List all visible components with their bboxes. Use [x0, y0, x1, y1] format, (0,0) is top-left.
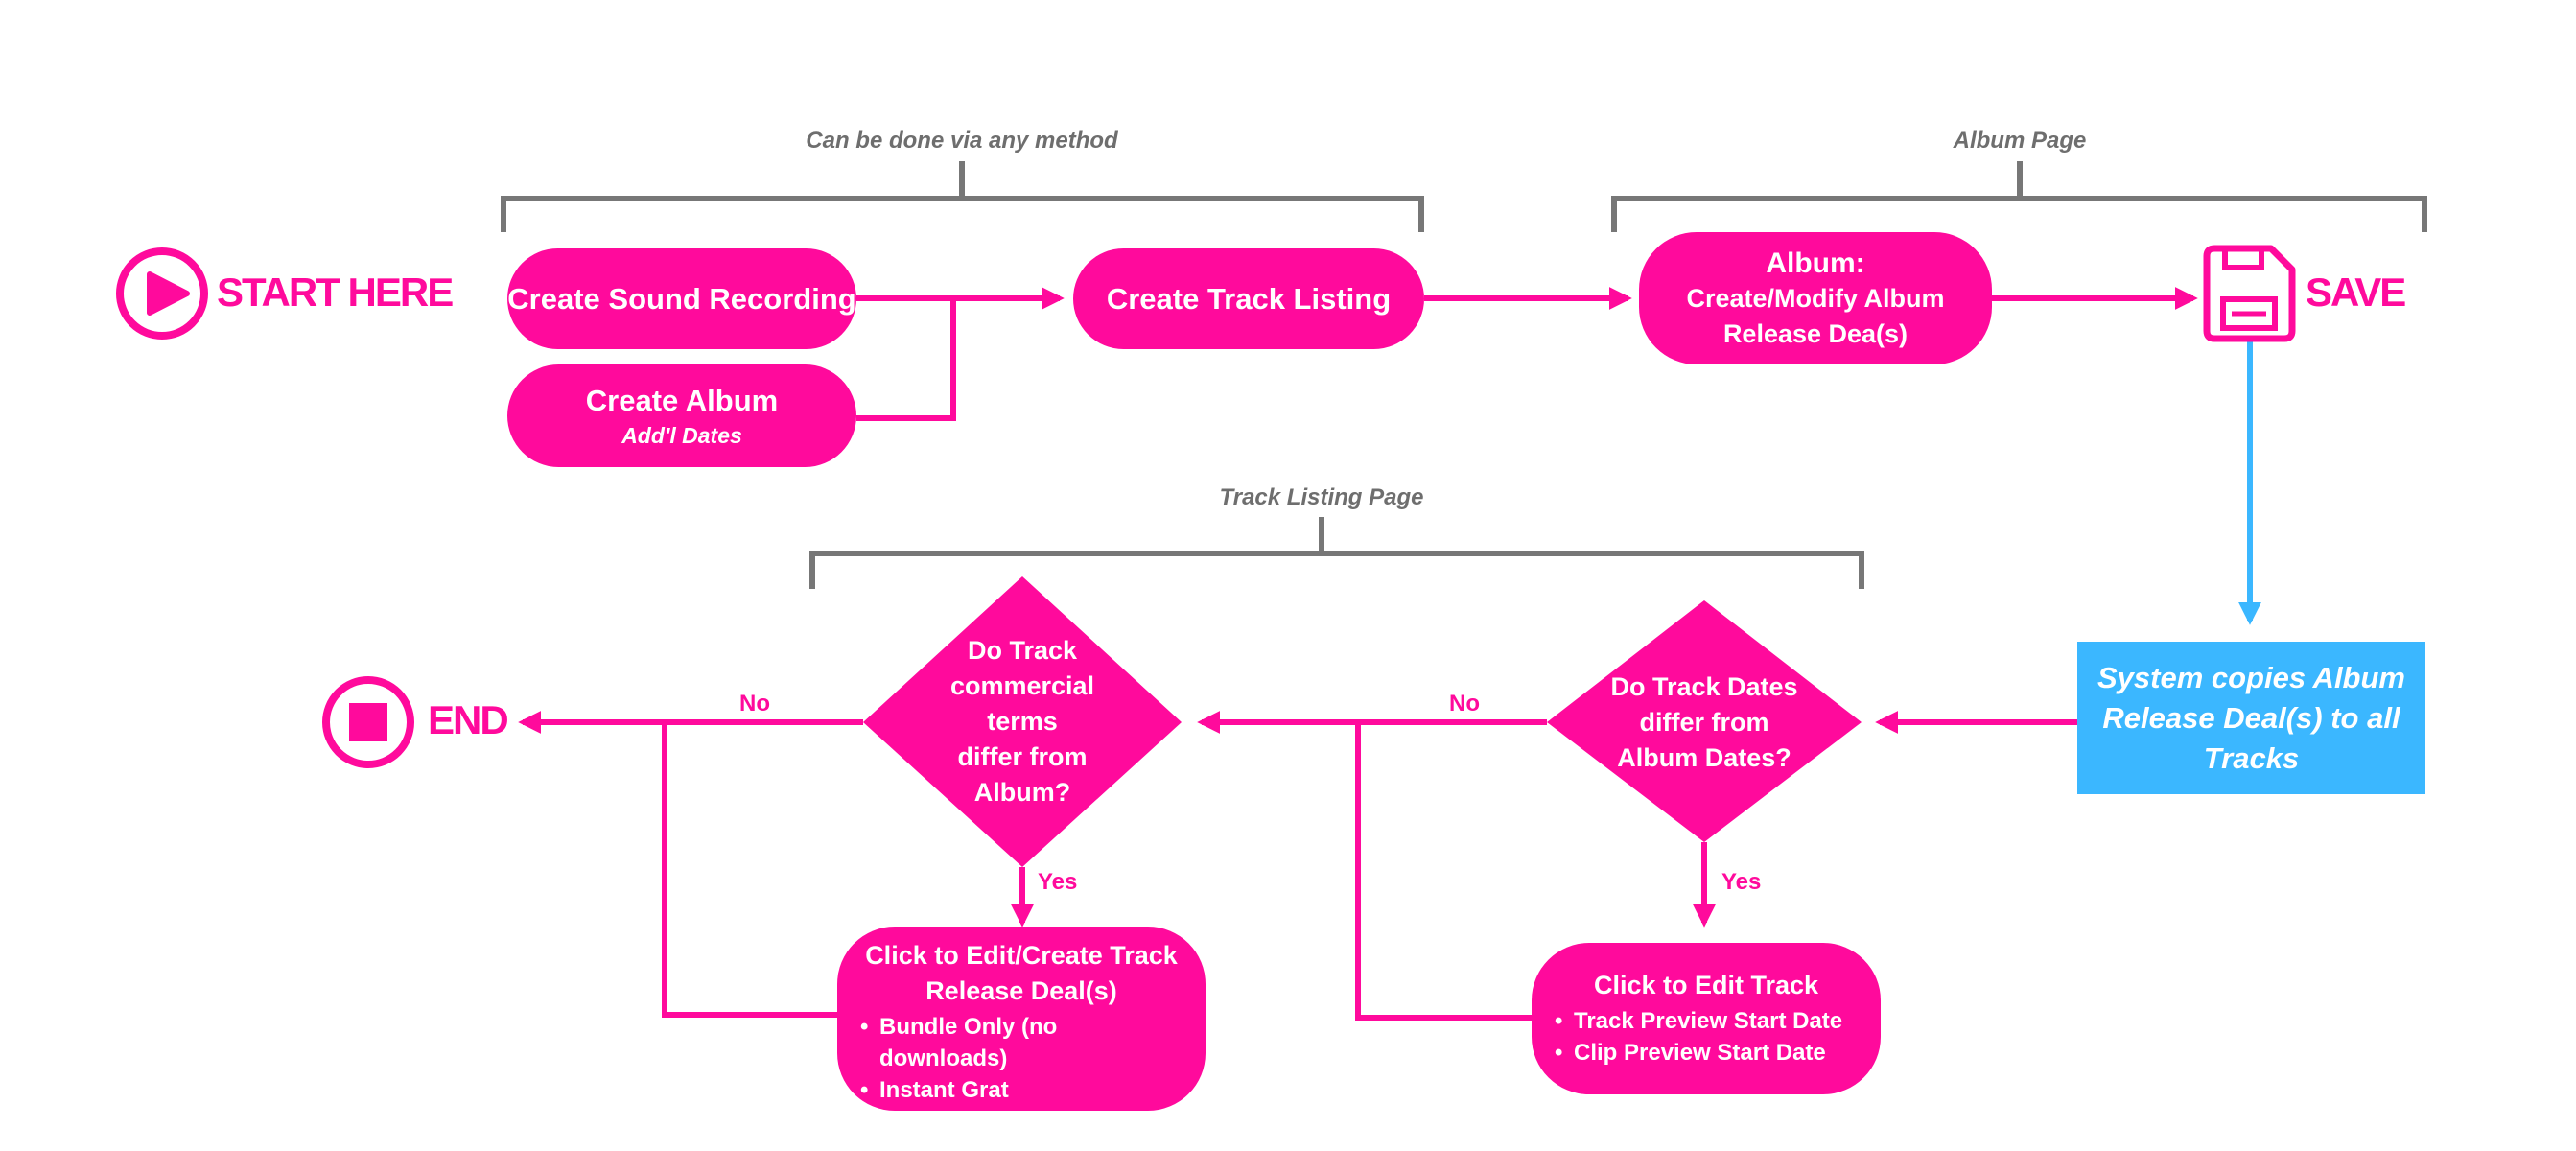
edit-deal-node[interactable]: Click to Edit/Create Track Release Deal(…: [837, 927, 1206, 1138]
create-track-listing-node[interactable]: Create Track Listing: [1073, 248, 1424, 349]
bracket-track-listing-page: [809, 517, 1864, 589]
system-copies-box: System copies Album Release Deal(s) to a…: [2077, 642, 2425, 794]
edit-track-bullet: Track Preview Start Date: [1547, 1005, 1842, 1037]
album-deal-node[interactable]: Album: Create/Modify Album Release Dea(s…: [1639, 232, 1992, 364]
edit-deal-title1: Click to Edit/Create Track: [865, 941, 1178, 970]
edit-track-title: Click to Edit Track: [1593, 971, 1819, 999]
dates-decision-line3: Album Dates?: [1617, 742, 1791, 772]
create-album-label: Create Album: [585, 384, 779, 418]
connector-album-to-junction: [856, 298, 956, 421]
album-deal-title: Album:: [1766, 247, 1865, 279]
floppy-disk-icon: [2203, 245, 2296, 342]
create-sound-recording-label: Create Sound Recording: [507, 281, 856, 316]
end-label: END: [428, 697, 509, 742]
edit-track-node[interactable]: Click to Edit Track Track Preview Start …: [1532, 943, 1881, 1094]
start-label: START HERE: [217, 270, 454, 315]
terms-yes-label: Yes: [1038, 869, 1078, 895]
create-album-node[interactable]: Create Album Add'l Dates: [507, 364, 856, 467]
connector-edit-deal-back: [662, 722, 837, 1018]
edit-deal-bullet: Instant Grat: [853, 1074, 1190, 1106]
bracket-album-page: [1611, 161, 2427, 232]
terms-decision-line5: Album?: [973, 778, 1071, 807]
dates-decision-line1: Do Track Dates: [1610, 671, 1798, 701]
album-deal-line3: Release Dea(s): [1722, 318, 1909, 348]
create-sound-recording-node[interactable]: Create Sound Recording: [507, 248, 856, 349]
terms-decision-line1: Do Track: [967, 636, 1078, 665]
dates-yes-label: Yes: [1721, 869, 1762, 895]
edit-deal-title2: Release Deal(s): [925, 976, 1117, 1005]
edit-deal-bullet: Territory, Dates, Pricing: [853, 1106, 1190, 1138]
terms-decision-diamond: [863, 576, 1182, 867]
connector-edit-track-back: [1355, 722, 1532, 1021]
edit-deal-bullets: Bundle Only (no downloads) Instant Grat …: [853, 1011, 1190, 1138]
terms-decision-line3: terms: [987, 707, 1058, 736]
dates-no-label: No: [1449, 691, 1480, 716]
play-circle-icon: [116, 247, 208, 340]
terms-no-label: No: [739, 691, 770, 716]
create-album-sublabel: Add'l Dates: [621, 422, 742, 448]
dates-decision-label: Do Track Dates differ from Album Dates?: [1576, 660, 1833, 785]
edit-track-bullets: Track Preview Start Date Clip Preview St…: [1547, 1005, 1842, 1069]
edit-track-bullet: Clip Preview Start Date: [1547, 1037, 1842, 1069]
stop-circle-icon: [322, 676, 414, 768]
save-label: SAVE: [2306, 270, 2406, 315]
dates-decision-line2: differ from: [1639, 707, 1769, 737]
edit-deal-bullet: Bundle Only (no downloads): [853, 1011, 1190, 1074]
dates-decision-diamond: [1547, 600, 1862, 842]
bracket-label-album-page: Album Page: [1953, 128, 2087, 153]
terms-decision-label: Do Track commercial terms differ from Al…: [907, 628, 1137, 815]
terms-decision-line4: differ from: [957, 742, 1088, 771]
terms-decision-line2: commercial: [949, 671, 1095, 700]
bracket-label-method: Can be done via any method: [806, 128, 1118, 153]
create-track-listing-label: Create Track Listing: [1106, 281, 1392, 316]
bracket-method: [501, 161, 1424, 232]
bracket-label-track-listing-page: Track Listing Page: [1219, 484, 1424, 510]
album-deal-line2: Create/Modify Album: [1686, 283, 1945, 313]
